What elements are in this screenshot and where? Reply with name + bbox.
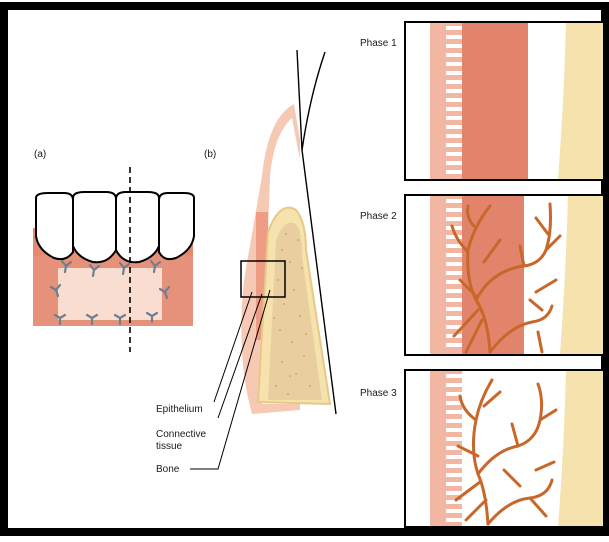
epithelial-ridge	[446, 53, 462, 57]
label-connective-tissue-1: Connective	[156, 429, 206, 440]
epithelial-ridge	[446, 289, 462, 293]
epithelial-ridge	[446, 271, 462, 275]
epithelial-ridge	[446, 253, 462, 257]
tooth-4	[159, 193, 194, 259]
front-teeth	[36, 192, 194, 262]
epithelial-ridge	[446, 464, 462, 468]
label-connective-tissue-2: tissue	[156, 441, 183, 452]
epithelial-ridge	[446, 134, 462, 138]
epithelial-ridge	[446, 307, 462, 311]
epithelial-ridge	[446, 343, 462, 347]
epithelial-ridge	[446, 199, 462, 203]
epithelial-ridge	[446, 482, 462, 486]
epithelial-ridge	[446, 170, 462, 174]
epithelial-ridge	[446, 26, 462, 30]
epithelial-ridge	[446, 116, 462, 120]
epithelial-ridge	[446, 89, 462, 93]
epithelial-ridge	[446, 262, 462, 266]
tooth-1	[36, 193, 73, 259]
epithelial-ridge	[446, 491, 462, 495]
epithelial-ridge	[446, 235, 462, 239]
label-epithelium: Epithelium	[156, 404, 203, 415]
epithelial-ridge	[446, 316, 462, 320]
epithelial-ridge	[446, 143, 462, 147]
epithelial-ridge	[446, 401, 462, 405]
label-bone: Bone	[156, 464, 180, 475]
epithelial-ridge	[446, 298, 462, 302]
label-a: (a)	[34, 149, 46, 160]
epithelial-ridge	[446, 410, 462, 414]
epithelial-ridge	[446, 374, 462, 378]
epithelial-ridge	[446, 161, 462, 165]
epithelial-ridge	[446, 509, 462, 513]
epithelial-ridge	[446, 383, 462, 387]
epithelial-ridge	[446, 473, 462, 477]
epithelial-ridge	[446, 419, 462, 423]
epithelial-ridge	[446, 437, 462, 441]
epithelial-ridge	[446, 62, 462, 66]
tooth-3	[116, 192, 159, 262]
epithelial-ridge	[446, 208, 462, 212]
epithelial-ridge	[446, 518, 462, 522]
phase-1-label: Phase 1	[360, 38, 397, 49]
epithelial-ridge	[446, 244, 462, 248]
label-b: (b)	[204, 149, 216, 160]
epithelial-ridge	[446, 98, 462, 102]
epithelial-ridge	[446, 152, 462, 156]
epithelial-ridge	[446, 35, 462, 39]
phase-2-label: Phase 2	[360, 211, 397, 222]
epithelial-ridge	[446, 107, 462, 111]
epithelial-ridge	[446, 217, 462, 221]
tooth-2	[73, 192, 116, 262]
epithelial-ridge	[446, 125, 462, 129]
epithelial-ridge	[446, 44, 462, 48]
epithelial-ridge	[446, 71, 462, 75]
epithelial-ridge	[446, 500, 462, 504]
phase-3-label: Phase 3	[360, 388, 397, 399]
epithelial-ridge	[446, 428, 462, 432]
epithelial-ridge	[446, 455, 462, 459]
epithelial-ridge	[446, 80, 462, 84]
